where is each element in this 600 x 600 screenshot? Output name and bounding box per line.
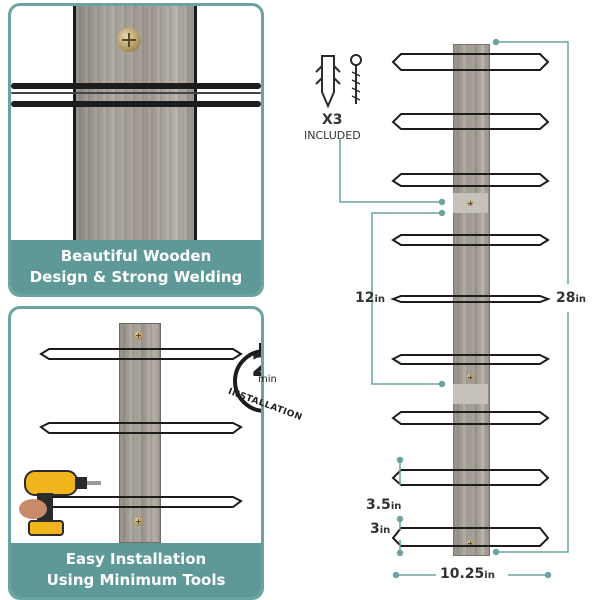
height-value: 28 — [556, 290, 576, 306]
caption-line-2: Design & Strong Welding — [29, 268, 243, 286]
screw-head-icon — [134, 331, 143, 340]
welding-closeup-panel: Beautiful Wooden Design & Strong Welding — [8, 3, 264, 297]
power-drill-icon — [19, 470, 101, 536]
spacing-unit: in — [374, 294, 386, 305]
hardware-quantity: X3 — [322, 112, 343, 128]
spacing-dimension-label: 12in — [355, 290, 385, 306]
timer-unit: min — [258, 374, 277, 385]
anchor-and-screw-icon — [315, 54, 362, 109]
shelf-depth-unit: in — [390, 501, 402, 512]
caption-line-2: Using Minimum Tools — [46, 571, 226, 589]
gap-value: 3 — [370, 521, 380, 537]
installation-panel: 2 Easy Installation Using Minimum Tools — [8, 306, 264, 600]
timer-badge-icon — [233, 343, 261, 413]
metal-rod-lower — [11, 101, 261, 107]
caption-line-1: Easy Installation — [65, 550, 207, 568]
timer-number: 2 — [251, 349, 261, 384]
bottom-panel-caption: Easy Installation Using Minimum Tools — [11, 543, 261, 597]
screw-head-icon — [467, 540, 473, 546]
board-joint — [453, 384, 488, 404]
shelf-depth-value: 3.5 — [366, 497, 391, 513]
caption-line-1: Beautiful Wooden — [60, 247, 212, 265]
width-value: 10.25 — [440, 566, 485, 582]
metal-rod-upper — [11, 83, 261, 89]
screw-head-icon — [117, 28, 141, 52]
width-dimension-label: 10.25in — [440, 566, 495, 582]
top-panel-caption: Beautiful Wooden Design & Strong Welding — [11, 240, 261, 294]
shelf-depth-label: 3.5in — [366, 497, 401, 513]
screw-head-icon — [467, 200, 473, 206]
metal-rod-frame — [11, 92, 261, 94]
dimension-lines — [339, 38, 569, 579]
screw-head-icon — [467, 374, 473, 380]
shelf-rail — [390, 53, 551, 547]
hardware-note: INCLUDED — [304, 129, 361, 142]
gap-dimension-label: 3in — [370, 521, 390, 537]
screw-head-icon — [134, 517, 143, 526]
width-unit: in — [484, 570, 495, 581]
height-unit: in — [575, 294, 587, 305]
height-dimension-label: 28in — [556, 290, 586, 306]
spacing-value: 12 — [355, 290, 375, 306]
gap-unit: in — [379, 525, 391, 536]
